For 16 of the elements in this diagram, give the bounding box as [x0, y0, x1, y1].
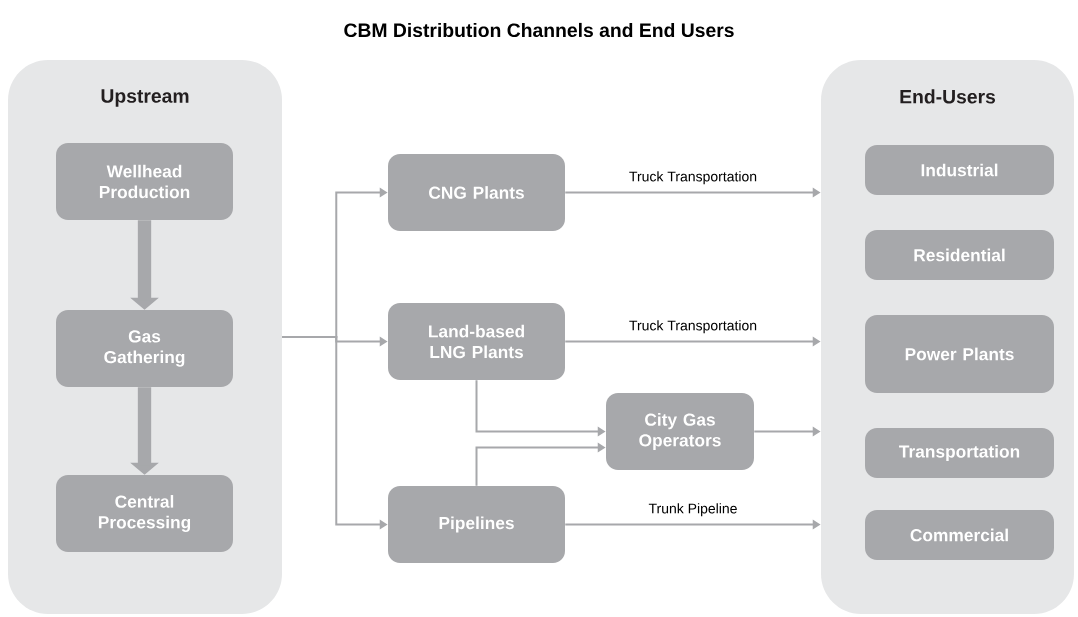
- edge-label: Truck Transportation: [627, 318, 759, 335]
- process-box: Central Processing: [56, 475, 233, 552]
- process-box: Power Plants: [865, 315, 1054, 393]
- process-box: Land-based LNG Plants: [388, 303, 565, 380]
- process-box: Transportation: [865, 428, 1054, 478]
- process-box: Commercial: [865, 510, 1054, 560]
- process-box: Pipelines: [388, 486, 565, 563]
- process-box: Gas Gathering: [56, 310, 233, 387]
- process-box: Industrial: [865, 145, 1054, 195]
- title: CBM Distribution Channels and End Users: [344, 22, 734, 38]
- process-box: Residential: [865, 230, 1054, 280]
- edge-label: Trunk Pipeline: [647, 501, 739, 518]
- process-box: City Gas Operators: [606, 393, 754, 470]
- process-box: CNG Plants: [388, 154, 565, 231]
- process-box: Wellhead Production: [56, 143, 233, 220]
- edge-label: Truck Transportation: [627, 169, 759, 186]
